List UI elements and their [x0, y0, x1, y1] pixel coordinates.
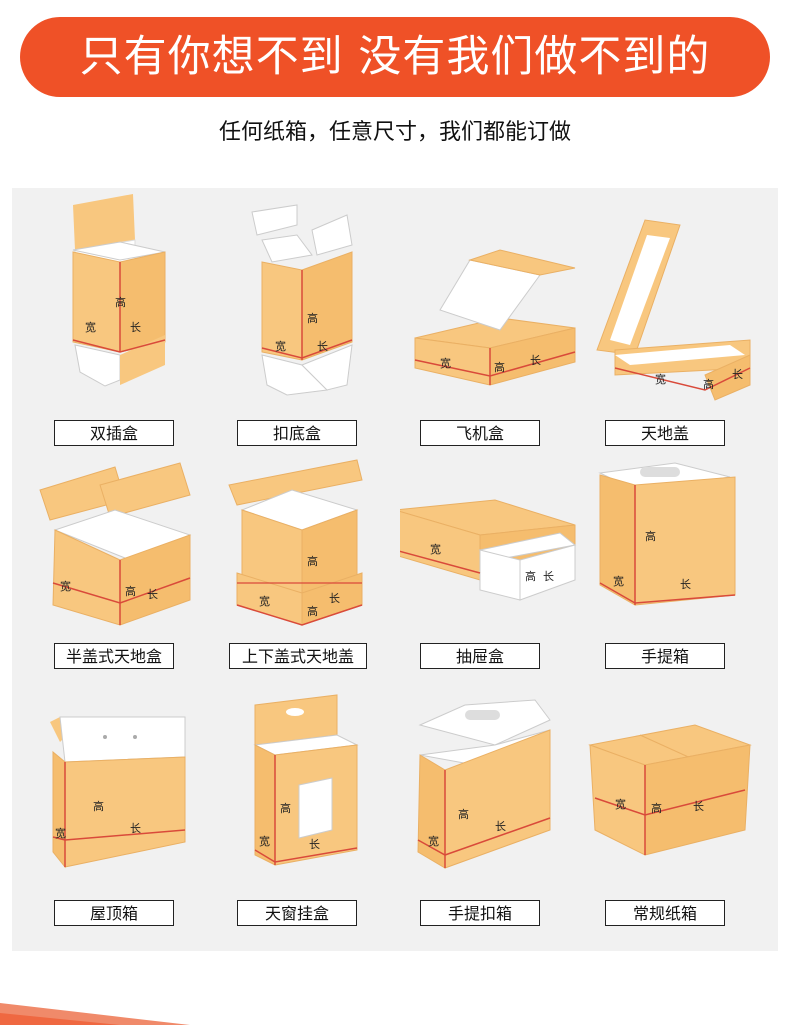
box-label: 飞机盒	[420, 420, 540, 446]
top-bottom-lid-box-illustration: 高 宽 高 长	[228, 459, 363, 626]
svg-text:长: 长	[732, 368, 743, 381]
svg-text:宽: 宽	[275, 339, 286, 353]
window-hanger-box-illustration: 高 宽 长	[253, 694, 359, 866]
svg-text:宽: 宽	[428, 834, 439, 848]
svg-text:长: 长	[147, 588, 158, 601]
drawer-box-illustration: 宽 高 长	[400, 499, 577, 601]
svg-text:宽: 宽	[85, 320, 96, 334]
box-label: 半盖式天地盒	[54, 643, 174, 669]
subtitle: 任何纸箱，任意尺寸，我们都能订做	[218, 120, 571, 145]
svg-text:长: 长	[495, 820, 506, 833]
box-label: 天窗挂盒	[237, 900, 357, 926]
svg-text:宽: 宽	[440, 356, 451, 370]
svg-text:长: 长	[317, 340, 328, 353]
svg-text:长: 长	[329, 592, 340, 605]
svg-text:长: 长	[543, 570, 554, 583]
roof-box-illustration: 高 宽 长	[50, 716, 186, 869]
box-item-regular[interactable]: 宽 高 长 常规纸箱	[585, 690, 775, 940]
lid-base-box-illustration: 宽 高 长	[596, 219, 751, 401]
headline: 只有你想不到 没有我们做不到的	[79, 32, 711, 82]
box-item-lid-base[interactable]: 宽 高 长 天地盖	[585, 190, 775, 446]
svg-text:宽: 宽	[615, 797, 626, 811]
box-item-roof[interactable]: 高 宽 长 屋顶箱	[35, 712, 225, 962]
bottom-lock-box-illustration: 高 长 宽	[251, 204, 353, 396]
box-item-double-insert[interactable]: 高 宽 长 双插盒	[35, 190, 225, 446]
svg-text:长: 长	[530, 354, 541, 367]
box-label: 手提箱	[605, 643, 725, 669]
svg-text:宽: 宽	[55, 826, 66, 840]
box-label: 上下盖式天地盖	[229, 643, 367, 669]
svg-text:长: 长	[693, 800, 704, 813]
svg-text:高: 高	[307, 604, 318, 618]
svg-text:高: 高	[525, 569, 536, 583]
svg-text:高: 高	[494, 360, 505, 374]
bottom-stripe-decoration	[0, 1003, 190, 1025]
svg-text:高: 高	[703, 377, 714, 391]
svg-text:高: 高	[651, 801, 662, 815]
dim-label: 高	[115, 295, 126, 309]
svg-text:宽: 宽	[430, 542, 441, 556]
box-item-drawer[interactable]: 宽 高 长 抽屉盒	[400, 455, 590, 705]
regular-box-illustration: 宽 高 长	[588, 724, 752, 856]
box-item-handle[interactable]: 高 宽 长 手提箱	[585, 455, 775, 705]
box-label: 屋顶箱	[54, 900, 174, 926]
box-label: 常规纸箱	[605, 900, 725, 926]
svg-text:高: 高	[307, 311, 318, 325]
svg-text:长: 长	[130, 822, 141, 835]
box-label: 双插盒	[54, 420, 174, 446]
svg-text:高: 高	[280, 801, 291, 815]
svg-text:宽: 宽	[60, 579, 71, 593]
box-item-handle-lock[interactable]: 高 宽 长 手提扣箱	[400, 690, 590, 940]
svg-text:高: 高	[645, 529, 656, 543]
svg-text:高: 高	[458, 807, 469, 821]
box-label: 天地盖	[605, 420, 725, 446]
box-item-half-lid[interactable]: 宽 高 长 半盖式天地盒	[35, 455, 225, 705]
svg-text:高: 高	[307, 554, 318, 568]
box-label: 扣底盒	[237, 420, 357, 446]
svg-text:宽: 宽	[259, 594, 270, 608]
svg-text:长: 长	[309, 838, 320, 851]
box-item-window-hanger[interactable]: 高 宽 长 天窗挂盒	[217, 690, 407, 940]
airplane-box-illustration: 宽 高 长	[414, 249, 576, 386]
double-insert-box-illustration: 高 宽 长	[72, 194, 166, 387]
box-item-airplane[interactable]: 宽 高 长 飞机盒	[400, 190, 590, 446]
svg-text:高: 高	[125, 584, 136, 598]
svg-text:高: 高	[93, 799, 104, 813]
box-label: 手提扣箱	[420, 900, 540, 926]
headline-banner: 只有你想不到 没有我们做不到的	[20, 17, 770, 97]
svg-text:宽: 宽	[655, 372, 666, 386]
handle-lock-box-illustration: 高 宽 长	[417, 699, 551, 869]
box-item-bottom-lock[interactable]: 高 长 宽 扣底盒	[217, 190, 407, 446]
half-lid-box-illustration: 宽 高 长	[39, 462, 192, 626]
svg-text:长: 长	[130, 321, 141, 334]
svg-text:长: 长	[680, 578, 691, 591]
svg-text:宽: 宽	[613, 574, 624, 588]
handle-box-illustration: 高 宽 长	[598, 462, 736, 606]
svg-text:宽: 宽	[259, 834, 270, 848]
box-label: 抽屉盒	[420, 643, 540, 669]
box-item-top-bottom-lid[interactable]: 高 宽 高 长 上下盖式天地盖	[217, 455, 407, 705]
